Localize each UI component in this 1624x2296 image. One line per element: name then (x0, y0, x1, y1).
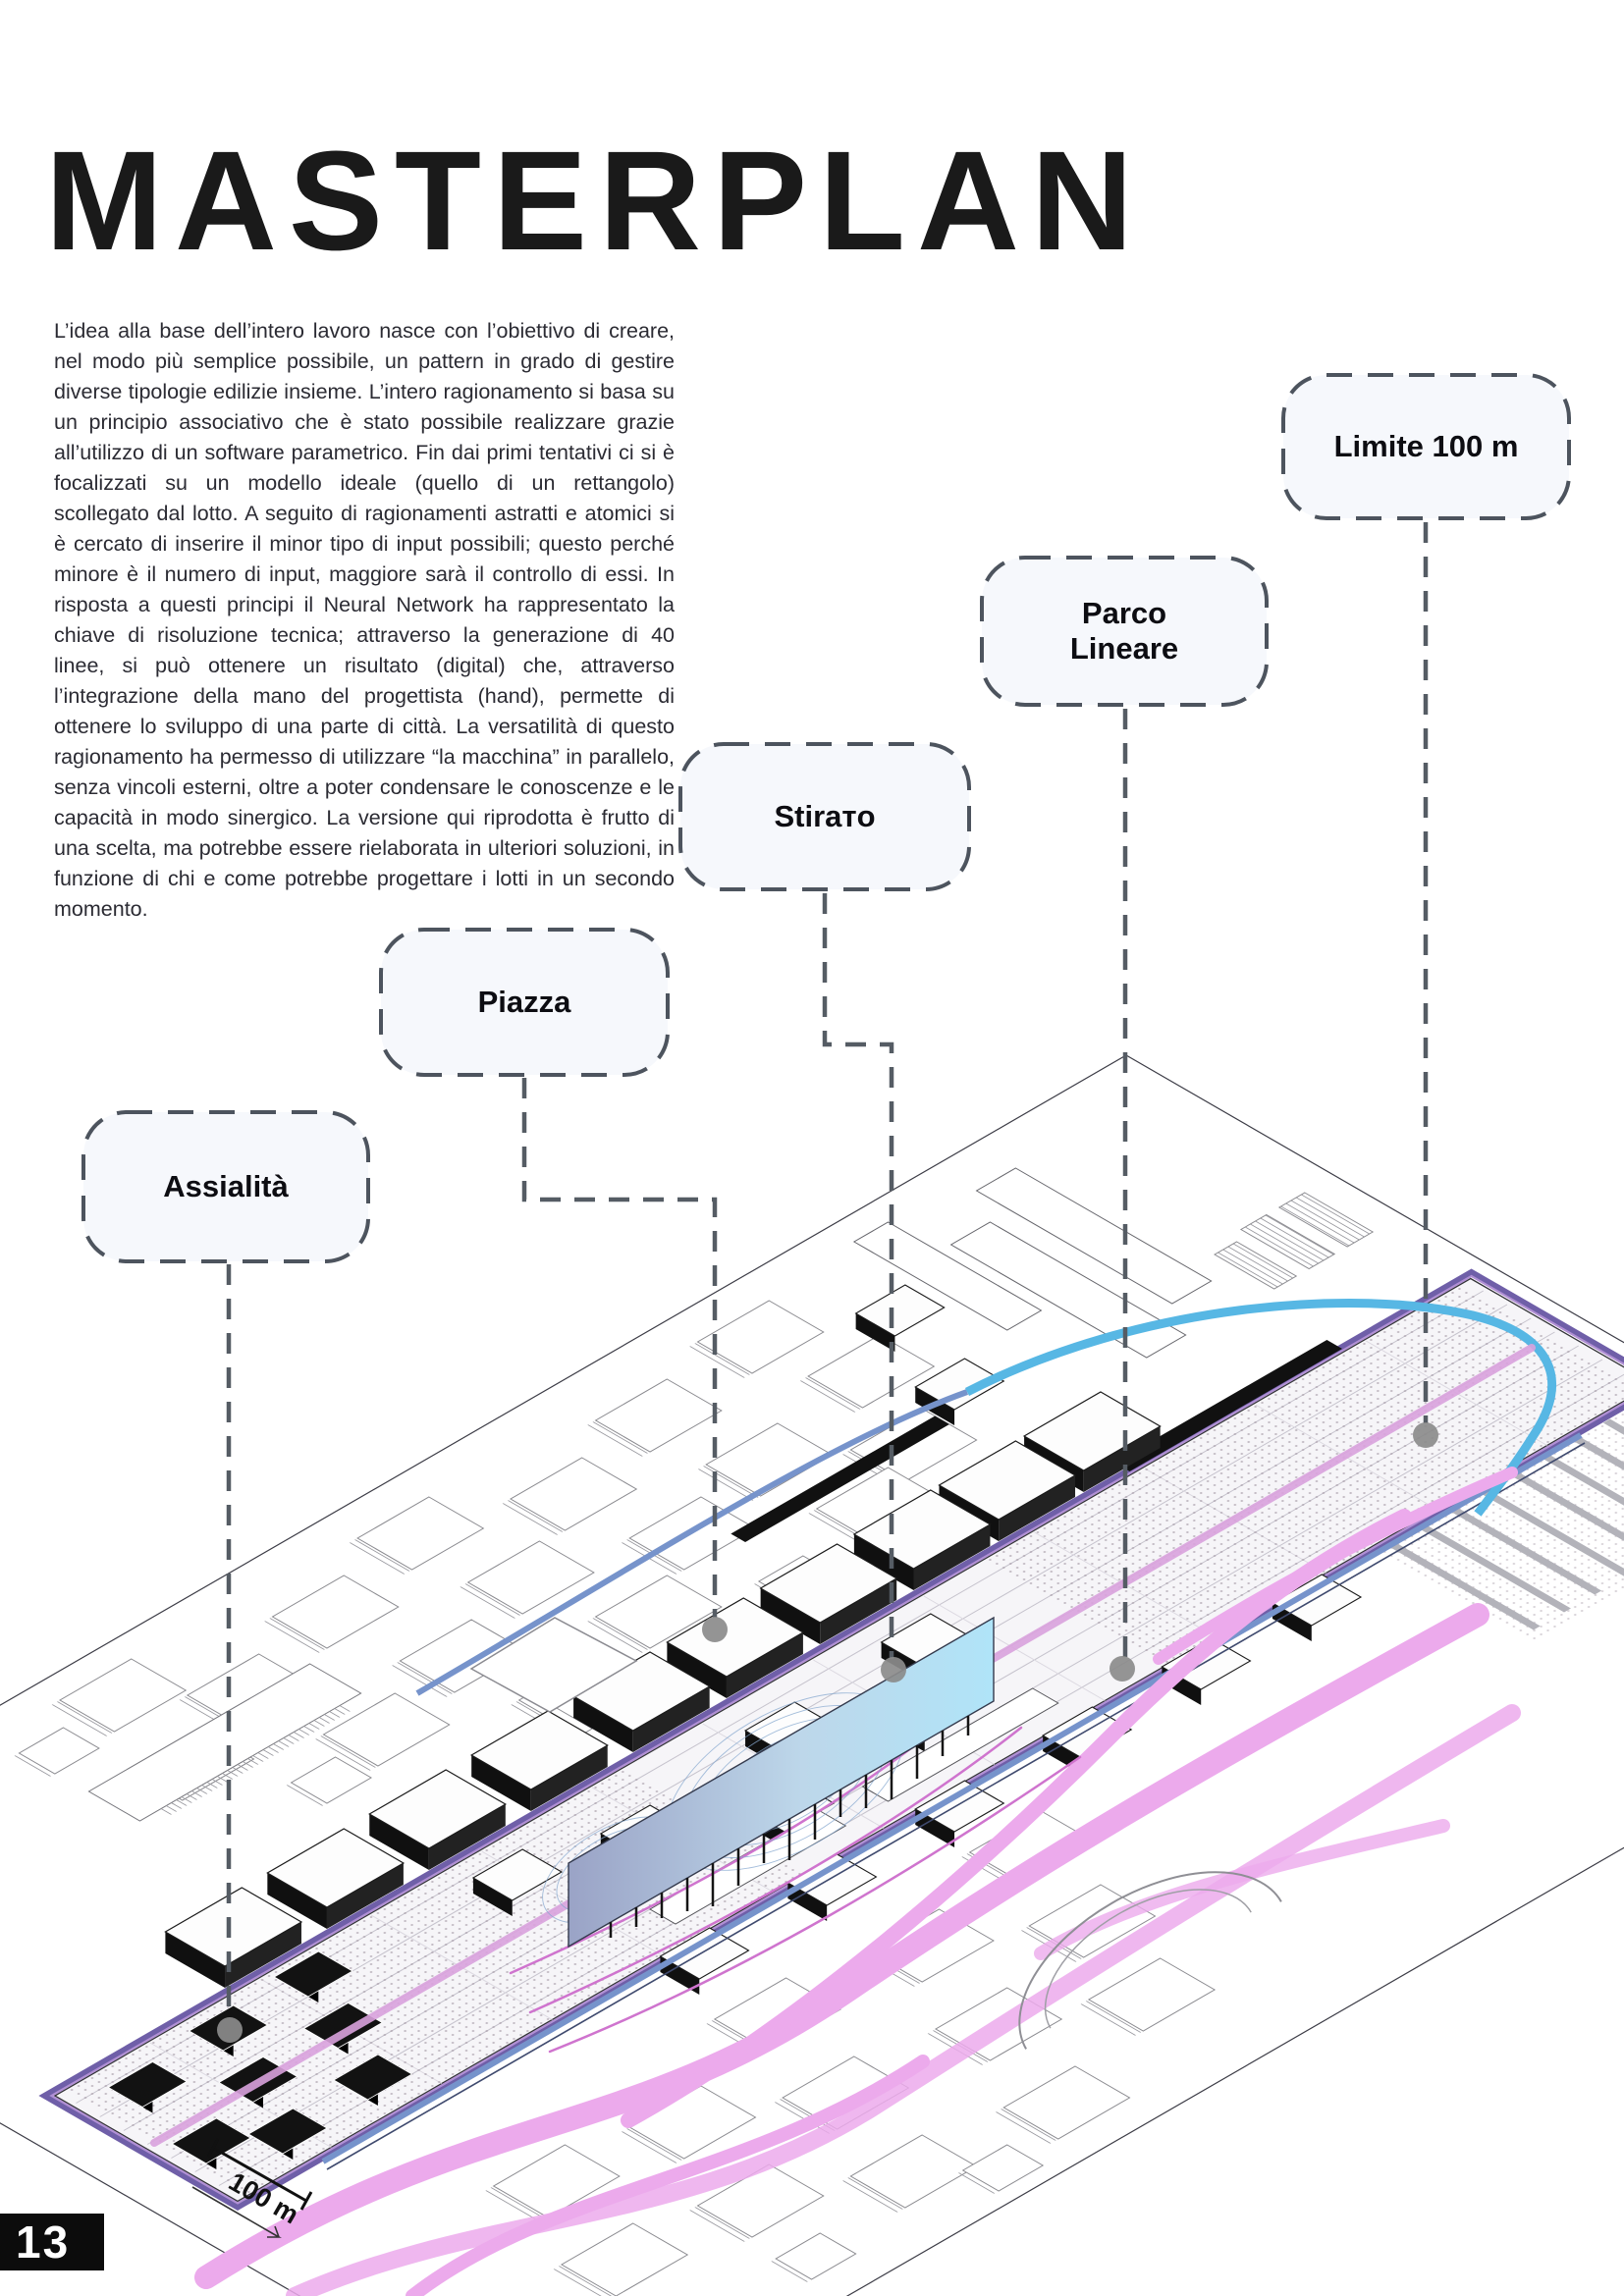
callout-piazza: Piazza (381, 930, 668, 1075)
callout-parco: Parco Lineare (982, 558, 1267, 705)
callout-box-limite (1281, 373, 1571, 520)
column-ticks (609, 1716, 970, 1938)
leader-lines (226, 522, 1429, 2019)
leader-anchor-dots (217, 1422, 1438, 2043)
blue-boundary-lines (321, 1389, 1586, 2170)
page-number-badge: 13 (0, 2214, 104, 2270)
callout-parco-label: Parco Lineare (1069, 596, 1179, 666)
apex-slabs (841, 1158, 1245, 1426)
callout-stirato-label: Stiraтo (774, 799, 876, 834)
direction-arrow (191, 2186, 282, 2238)
page-title: MASTERPLAN (45, 122, 1145, 281)
stirato-building (568, 1616, 995, 1949)
page-number: 13 (16, 2216, 71, 2268)
callout-assialita-label: Assialità (163, 1169, 289, 1204)
leader-stirato (822, 893, 894, 1659)
black-bars (731, 1340, 1342, 1542)
context-chips (1206, 1193, 1373, 1289)
piazza-plaza-shape (469, 1617, 638, 1713)
leader-piazza (521, 1078, 718, 1618)
callout-box-parco (980, 556, 1269, 707)
callout-stirato: Stiraтo (680, 744, 969, 889)
context-buildings-left (10, 1300, 978, 1911)
callout-box-stirato (678, 742, 971, 891)
callout-boxes (81, 373, 1571, 1263)
callout-piazza-label: Piazza (477, 985, 571, 1020)
callout-box-assialita (81, 1110, 370, 1263)
amphitheatre (1018, 1871, 1282, 2050)
cyan-waterline (964, 1298, 1557, 1517)
callout-limite: Limite 100 m (1283, 375, 1569, 518)
intro-paragraph: L’idea alla base dell’intero lavoro nasc… (54, 318, 675, 921)
callout-box-piazza (379, 928, 670, 1077)
callout-assialita: Assialità (83, 1112, 368, 1261)
callout-limite-label: Limite 100 m (1333, 429, 1519, 464)
